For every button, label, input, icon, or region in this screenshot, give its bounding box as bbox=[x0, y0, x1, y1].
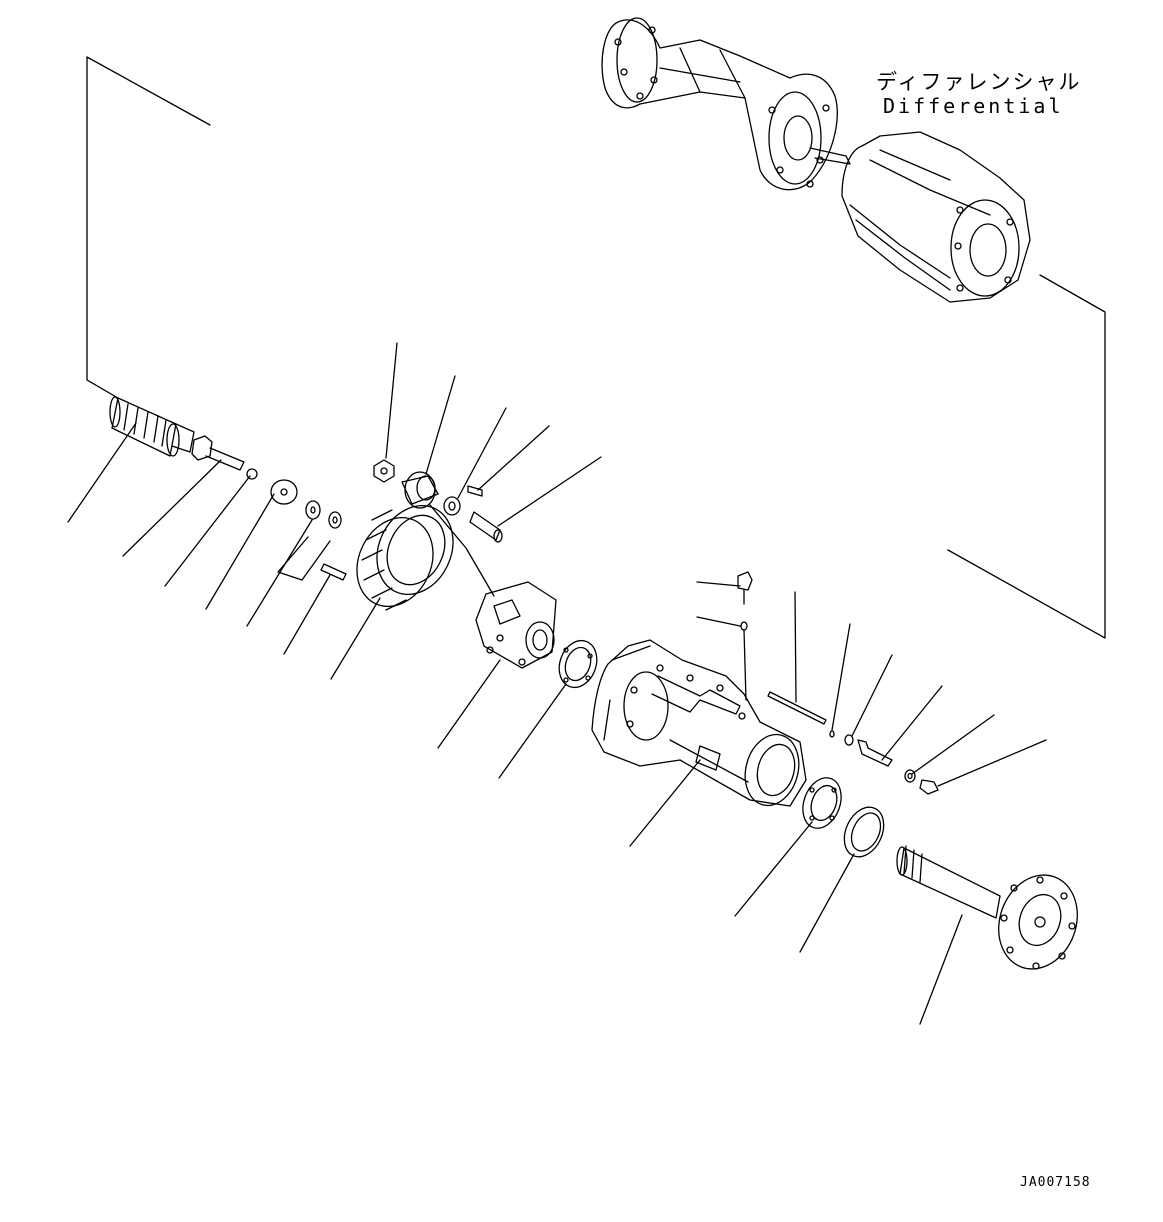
bolt bbox=[192, 436, 244, 470]
long-bolt bbox=[768, 692, 826, 724]
needle-bearing bbox=[402, 472, 438, 508]
axle-housing-reference bbox=[602, 18, 850, 190]
drawing-code: JA007158 bbox=[1020, 1175, 1091, 1190]
shim-b bbox=[329, 512, 341, 528]
oil-seal bbox=[837, 801, 892, 863]
drain-plug bbox=[920, 780, 938, 794]
axle-shaft bbox=[897, 846, 1090, 980]
differential-case-reference bbox=[842, 132, 1030, 302]
breather-cap bbox=[738, 572, 752, 604]
spacer bbox=[444, 497, 460, 515]
group-frame-lines bbox=[87, 57, 1105, 638]
o-ring bbox=[845, 735, 853, 745]
spring-pin bbox=[468, 486, 482, 496]
differential-label-japanese: ディファレンシャル bbox=[876, 70, 1082, 94]
nut bbox=[374, 460, 394, 482]
o-ring-small bbox=[741, 622, 747, 630]
stud-bolt bbox=[858, 740, 892, 766]
pin bbox=[321, 564, 346, 580]
pinion-shaft bbox=[110, 397, 194, 456]
shim-a bbox=[306, 501, 320, 519]
differential-label-english: Differential bbox=[883, 94, 1064, 118]
hex-nut bbox=[905, 770, 915, 782]
axle-housing bbox=[592, 640, 806, 812]
washer-small bbox=[247, 469, 257, 479]
thrust-washer bbox=[271, 480, 297, 504]
roller-bearing-right bbox=[796, 772, 848, 833]
differential-case bbox=[476, 582, 556, 668]
plug-small bbox=[830, 731, 834, 737]
pinion-pin bbox=[470, 512, 502, 542]
ring-gear bbox=[343, 493, 467, 619]
roller-bearing-left bbox=[553, 635, 603, 692]
leader-lines bbox=[68, 343, 1046, 1024]
